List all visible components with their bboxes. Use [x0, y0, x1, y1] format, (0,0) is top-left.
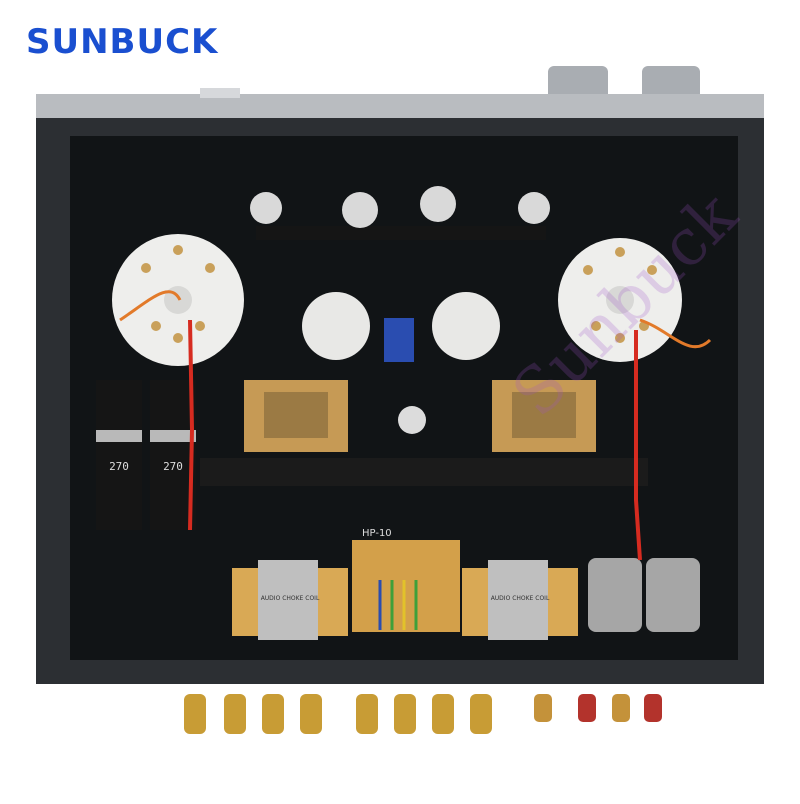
socket-small-2: [420, 186, 456, 222]
selector-knob: [642, 66, 700, 100]
brand-logo: SUNBUCK: [26, 22, 219, 62]
pcb-label: HP-10: [362, 528, 392, 539]
wiring-bar-top: [256, 226, 546, 240]
front-panel-edge: [36, 94, 764, 122]
center-pcb: [352, 540, 460, 632]
small-tube-socket-right: [432, 292, 500, 360]
choke-label-right: AUDIO CHOKE COIL: [491, 595, 550, 602]
red-wire-right: [634, 330, 642, 561]
rca-jacks: [184, 694, 492, 734]
socket-small-1: [342, 192, 378, 228]
silver-can-right: [646, 558, 700, 632]
silver-can-left: [588, 558, 642, 632]
terminal-strip: [200, 458, 648, 486]
red-wire-left: [188, 319, 195, 531]
center-chip: [398, 406, 426, 434]
capacitor-label-right: 270: [163, 460, 183, 473]
blue-capacitor: [384, 318, 414, 362]
choke-label-left: AUDIO CHOKE COIL: [261, 595, 320, 602]
socket-small-4: [518, 192, 550, 224]
capacitor-label-left: 270: [109, 460, 129, 473]
front-panel-bracket: [200, 88, 240, 98]
socket-small-3: [250, 192, 282, 224]
small-tube-socket-left: [302, 292, 370, 360]
volume-knob: [548, 66, 608, 100]
filter-capacitor-left: [96, 380, 142, 530]
speaker-terminals: [534, 694, 662, 722]
filter-capacitor-right: [150, 380, 196, 530]
